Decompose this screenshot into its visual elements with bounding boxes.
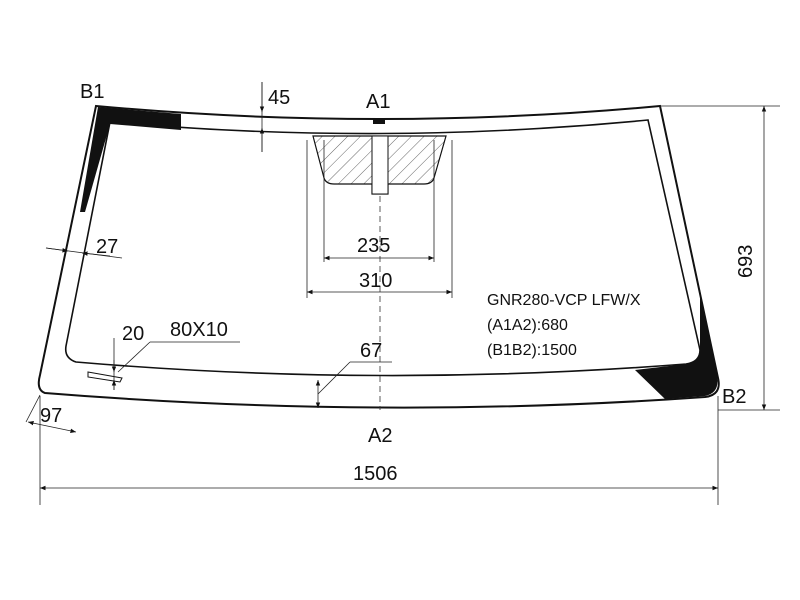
- dim-sensor-size: 80X10: [170, 319, 228, 341]
- sensor-marker: [87, 371, 123, 383]
- dim-sensor-offset: 20: [122, 323, 144, 345]
- dim-bracket-inner: 235: [357, 235, 390, 257]
- glass-outer-edge: [37, 104, 720, 409]
- dim-vertical-height: 693: [735, 245, 757, 278]
- spec-a1a2: (A1A2):680: [487, 317, 568, 334]
- dim-corner-offset: 97: [40, 405, 62, 427]
- label-b1: B1: [80, 81, 104, 103]
- dim-top-border: 45: [268, 87, 290, 109]
- spec-model: GNR280-VCP LFW/X: [487, 292, 641, 309]
- dim-side-border: 27: [96, 236, 118, 258]
- label-a1: A1: [366, 91, 390, 113]
- dim-total-width: 1506: [353, 463, 398, 485]
- dim-bracket-outer: 310: [359, 270, 392, 292]
- dimension-lines: [25, 82, 780, 505]
- black-band-bottom-right: [635, 290, 718, 399]
- dim-bottom-border: 67: [360, 340, 382, 362]
- black-band-top-left: [80, 107, 181, 212]
- glass-shape: [37, 104, 720, 410]
- glass-inner-edge: [64, 119, 701, 377]
- bracket-notch: [371, 135, 389, 195]
- label-a2: A2: [368, 425, 392, 447]
- spec-b1b2: (B1B2):1500: [487, 342, 577, 359]
- bracket-tab: [373, 118, 385, 124]
- label-b2: B2: [722, 386, 746, 408]
